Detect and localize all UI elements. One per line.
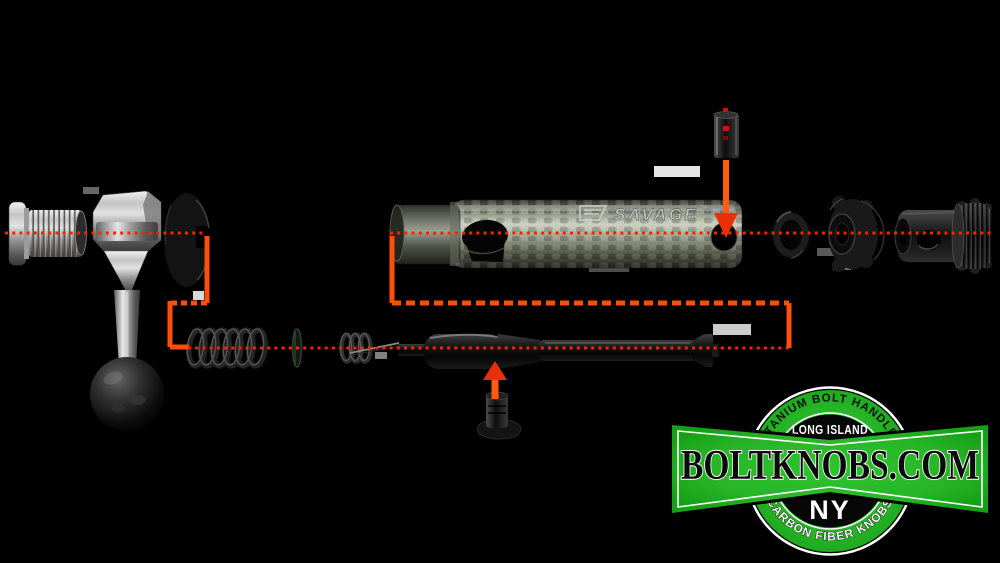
assembly-path-lines: [5, 160, 991, 399]
firing-pin-tip: [349, 342, 400, 354]
firing-pin: [398, 333, 719, 369]
arrow-down-icon: [714, 160, 738, 238]
trademark-symbol: ™: [700, 205, 707, 212]
washer: [771, 211, 811, 259]
savage-logo-mark: [579, 205, 608, 221]
bolt-handle: [90, 190, 164, 431]
logo-banner: [672, 425, 988, 513]
boltknobs-logo: TITANIUM BOLT HANDLES CARBON FIBER KNOBS…: [669, 385, 991, 557]
logo-long-island-text: LONG ISLAND: [792, 422, 868, 437]
bolt-body: SAVAGE ™: [389, 199, 743, 269]
side-hole: [917, 230, 941, 250]
logo-ny-text: NY: [809, 495, 851, 525]
logo-main-text: BOLTKNOBS.COM: [681, 443, 979, 489]
savage-brand-text: SAVAGE: [614, 205, 698, 224]
cocking-pin: [476, 391, 522, 440]
arrow-up-icon: [483, 361, 507, 399]
knurled-knob: [951, 198, 992, 274]
bolt-assembly-screw: [894, 198, 992, 274]
detent-pin: [713, 108, 739, 158]
ejection-port: [462, 219, 508, 262]
carbon-ball-knob: [90, 357, 164, 431]
